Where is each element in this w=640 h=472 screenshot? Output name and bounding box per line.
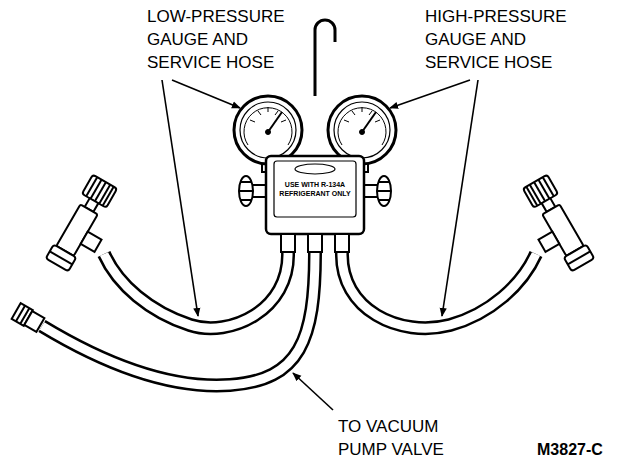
manifold-plate-text: USE WITH R-134A REFRIGERANT ONLY bbox=[270, 180, 360, 198]
figure-number: M3827-C bbox=[537, 440, 627, 460]
manifold-body bbox=[239, 156, 391, 252]
callout-label: HIGH-PRESSURE GAUGE AND SERVICE HOSE bbox=[425, 5, 600, 74]
service-coupler bbox=[512, 175, 595, 278]
hoses bbox=[42, 252, 536, 385]
service-coupler bbox=[45, 175, 128, 278]
low-pressure-gauge bbox=[234, 96, 302, 164]
hose-fitting bbox=[12, 303, 45, 333]
callout-label: TO VACUUM PUMP VALVE bbox=[338, 415, 463, 461]
hanger-hook bbox=[315, 20, 335, 96]
callout-label: LOW-PRESSURE GAUGE AND SERVICE HOSE bbox=[147, 5, 305, 74]
high-pressure-gauge bbox=[328, 96, 396, 164]
leader-lines bbox=[162, 80, 478, 410]
